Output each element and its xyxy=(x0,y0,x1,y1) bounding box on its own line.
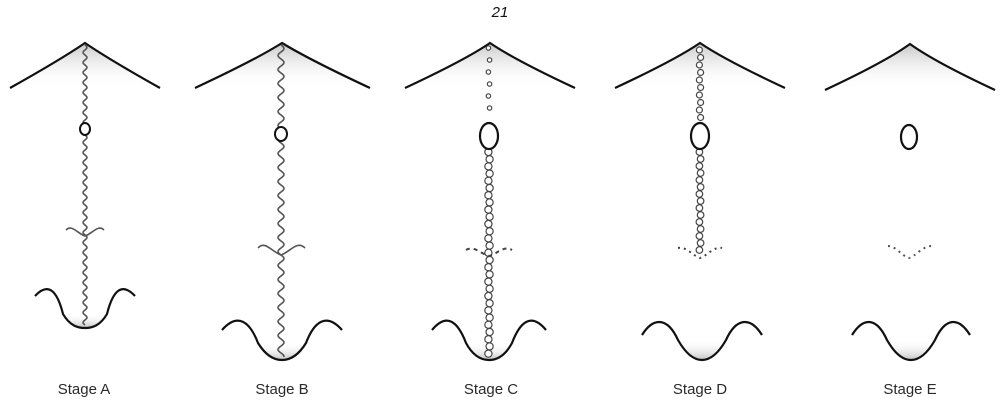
stage-b-top-peak-outline xyxy=(194,41,371,89)
stage-d-bead-chain-upper xyxy=(695,46,705,122)
bead xyxy=(485,169,494,178)
stage-c-dashed-branch xyxy=(465,247,513,258)
bead xyxy=(485,69,492,75)
stage-c-oval xyxy=(478,121,500,151)
bead xyxy=(485,255,494,265)
stage-b-oval xyxy=(274,126,288,142)
bead xyxy=(486,105,493,111)
stage-c-bead-chain-lower xyxy=(484,147,494,358)
bead xyxy=(486,57,493,63)
bead xyxy=(696,169,705,177)
bead xyxy=(485,313,494,322)
bead xyxy=(484,176,493,185)
stage-c-bead-chain-upper xyxy=(485,45,493,111)
bead xyxy=(486,81,493,87)
bead xyxy=(484,162,493,171)
bead xyxy=(485,342,494,351)
stage-b-bottom-trough-outline xyxy=(221,319,343,362)
bead xyxy=(695,46,704,54)
bead xyxy=(695,61,704,69)
bead xyxy=(485,270,494,279)
stage-a-top-peak-outline xyxy=(9,41,161,89)
page-number: 21 xyxy=(491,4,509,21)
stage-c-top-peak xyxy=(405,43,575,88)
stage-c xyxy=(404,41,576,362)
bead xyxy=(695,218,704,226)
bead xyxy=(485,241,494,250)
bead xyxy=(695,246,704,254)
stage-a xyxy=(9,41,161,330)
bead xyxy=(485,198,494,207)
bead xyxy=(484,205,493,214)
stage-e xyxy=(824,42,996,362)
bead xyxy=(485,284,494,293)
bead xyxy=(696,113,705,122)
stage-c-top-peak-outline xyxy=(404,41,576,89)
bead xyxy=(696,98,705,107)
stage-label-a: Stage A xyxy=(58,381,111,398)
bead xyxy=(696,53,705,62)
bead xyxy=(695,232,704,240)
bead xyxy=(485,45,492,51)
stage-d-oval xyxy=(689,121,711,151)
stage-a-bottom-trough-outline xyxy=(34,288,136,330)
stage-a-branch xyxy=(65,227,105,237)
bead xyxy=(695,76,704,84)
bead xyxy=(484,263,493,272)
stage-e-top-peak-outline xyxy=(824,42,996,91)
bead xyxy=(485,226,494,236)
bead xyxy=(696,155,705,163)
bead xyxy=(485,154,494,164)
stage-a-oval xyxy=(79,122,91,136)
bead xyxy=(696,197,705,205)
bead xyxy=(484,291,493,301)
stage-e-bottom-trough-outline xyxy=(851,321,971,362)
bead xyxy=(485,327,494,337)
bead xyxy=(695,91,704,99)
stage-e-top-peak xyxy=(825,44,995,90)
bead xyxy=(485,183,494,193)
bead xyxy=(695,176,704,184)
bead xyxy=(484,219,493,229)
bead xyxy=(484,306,493,315)
bead xyxy=(484,277,493,286)
stage-d-dotted-branch xyxy=(677,246,723,260)
stage-a-wavy-cord xyxy=(82,44,88,326)
bead xyxy=(484,190,493,200)
bead xyxy=(485,299,494,308)
stage-label-e: Stage E xyxy=(883,381,936,398)
bead xyxy=(696,183,705,191)
bead xyxy=(695,204,704,212)
stage-e-dotted-branch xyxy=(887,245,933,260)
stage-b-wavy-cord xyxy=(277,44,285,357)
bead xyxy=(484,320,493,329)
bead xyxy=(696,83,705,92)
bead xyxy=(485,93,492,99)
stage-e-oval xyxy=(899,123,919,151)
bead xyxy=(484,234,493,243)
bead xyxy=(695,190,704,198)
stage-b xyxy=(194,41,371,362)
stage-label-d: Stage D xyxy=(673,381,727,398)
bead xyxy=(695,162,704,170)
stage-d-bead-chain-lower xyxy=(695,148,705,254)
stage-d-bottom-trough-outline xyxy=(641,321,763,362)
bead xyxy=(696,239,705,247)
stage-d-top-peak-outline xyxy=(614,41,786,89)
bead xyxy=(484,349,493,358)
stage-c-bottom-trough-outline xyxy=(431,319,547,362)
bead xyxy=(696,68,705,77)
bead xyxy=(485,212,494,221)
bead xyxy=(696,211,705,219)
stage-label-b: Stage B xyxy=(255,381,308,398)
stage-d xyxy=(614,41,786,362)
stage-b-branch xyxy=(257,244,306,256)
bead xyxy=(695,106,704,114)
stage-label-c: Stage C xyxy=(464,381,518,398)
bead xyxy=(484,335,493,344)
bead xyxy=(696,225,705,233)
